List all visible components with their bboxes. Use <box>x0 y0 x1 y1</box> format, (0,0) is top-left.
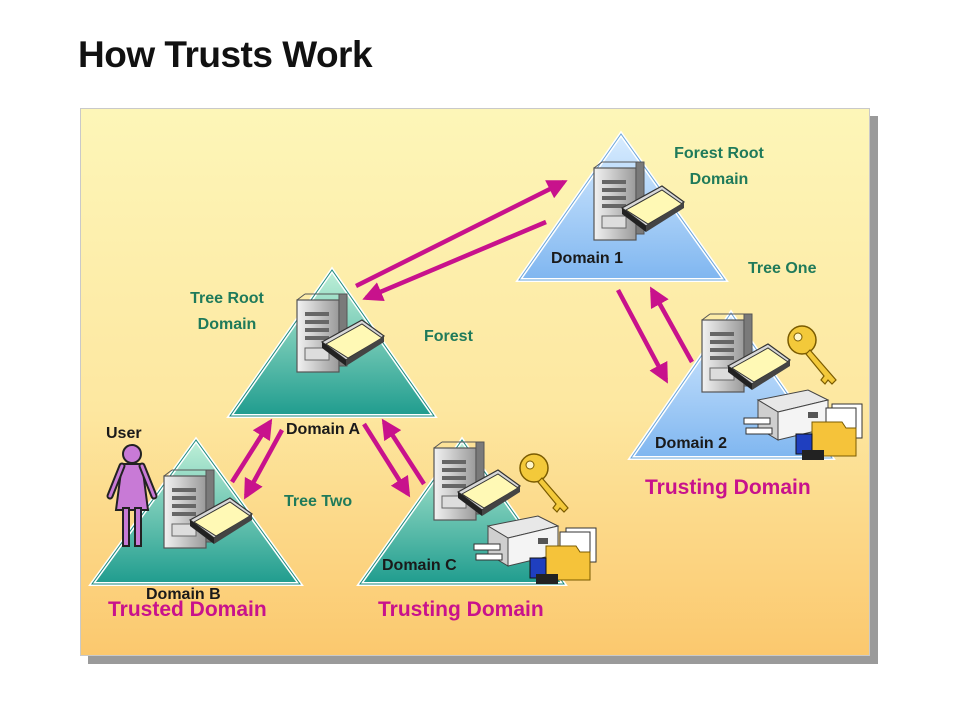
key-icon <box>787 325 837 385</box>
domain-c-label: Domain C <box>382 557 457 574</box>
domain-2-label: Domain 2 <box>655 435 728 452</box>
tree-root-label: Tree Root Domain <box>172 286 282 338</box>
tree-root-label-text: Tree Root Domain <box>190 290 264 333</box>
trust-arrow <box>650 286 694 364</box>
trust-arrow <box>381 418 426 486</box>
trust-arrow <box>362 219 547 302</box>
forest-label: Forest <box>424 328 473 345</box>
trusting-domain-bottom-label: Trusting Domain <box>378 598 544 621</box>
domain-b-label: Domain B <box>146 586 221 603</box>
trust-arrow <box>354 179 568 289</box>
user-label: User <box>106 425 142 442</box>
key-icon <box>519 453 569 513</box>
trust-arrow <box>616 288 668 384</box>
page-title: How Trusts Work <box>78 34 373 75</box>
forest-root-label: Forest Root Domain <box>664 141 774 193</box>
trusted-domain-label: Trusted Domain <box>108 598 267 621</box>
domain-1-label: Domain 1 <box>551 250 624 267</box>
domain-a-label: Domain A <box>286 421 361 438</box>
tree-two-label: Tree Two <box>284 493 353 510</box>
trust-arrow <box>230 418 273 484</box>
user-icon <box>106 444 158 547</box>
trust-arrow <box>244 428 284 500</box>
forest-root-label-text: Forest Root Domain <box>674 145 764 188</box>
tree-one-label: Tree One <box>748 260 817 277</box>
trusting-domain-right-label: Trusting Domain <box>645 476 811 499</box>
trust-arrow <box>362 422 411 498</box>
